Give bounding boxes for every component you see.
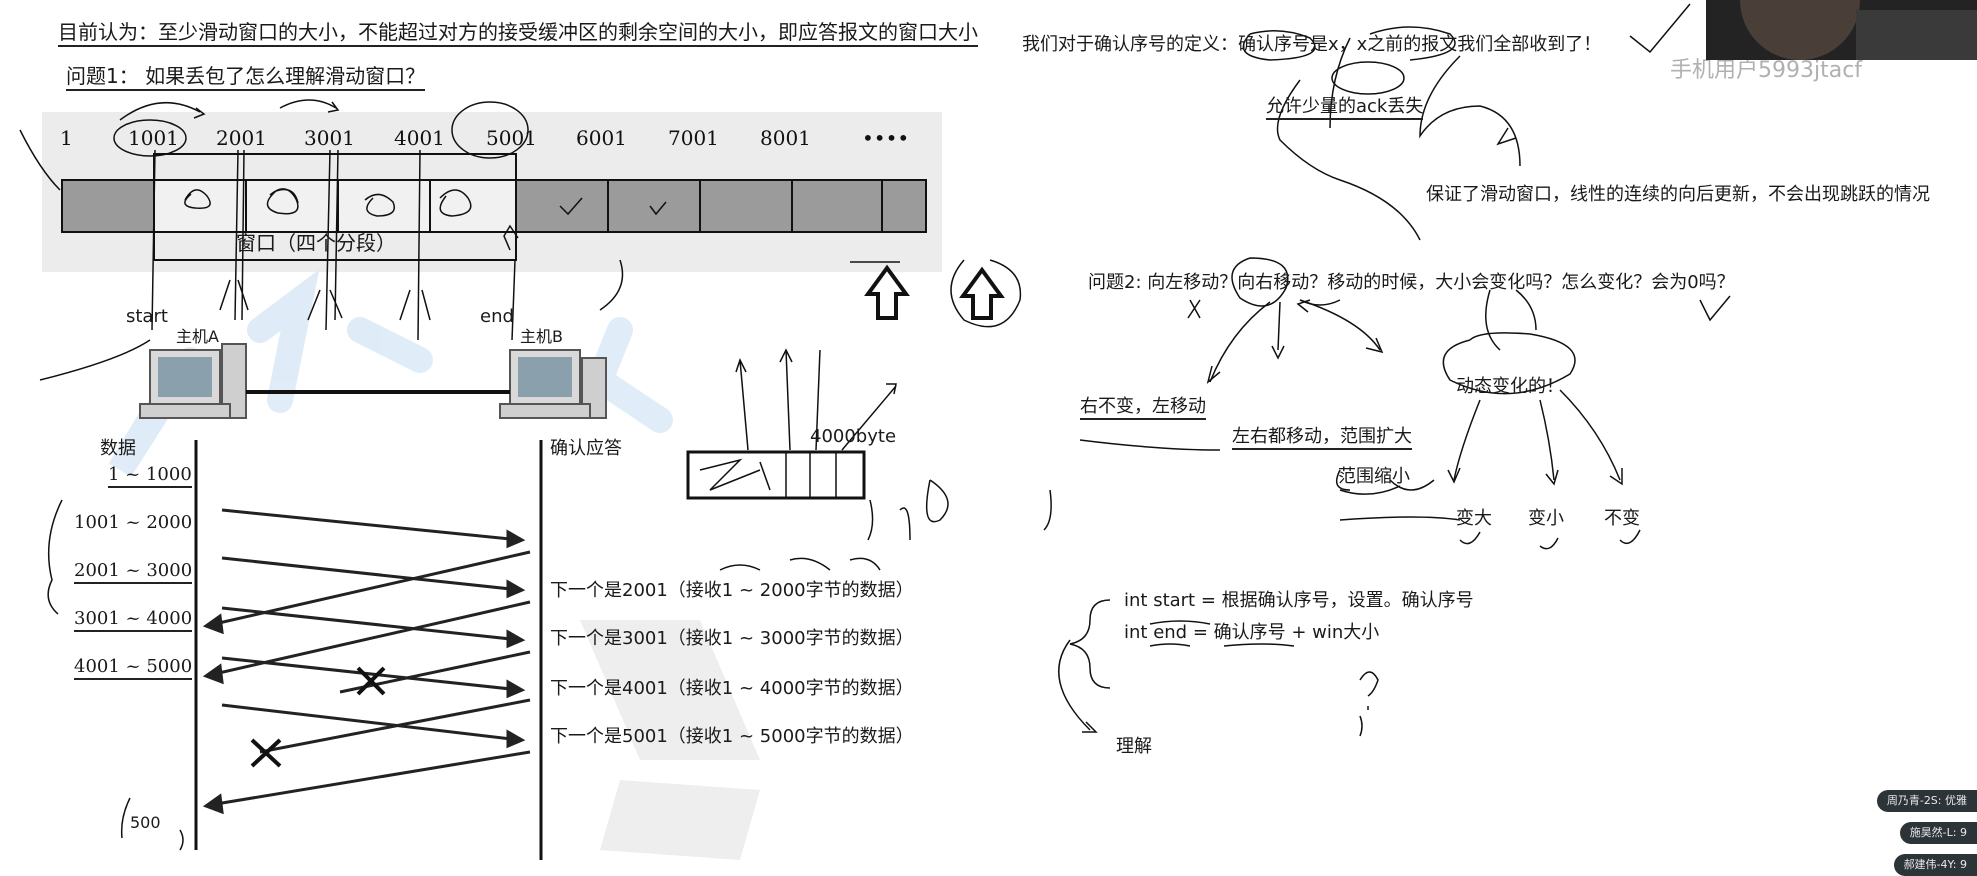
host-b-label: 主机B [520, 327, 563, 346]
seq-label-ellipsis: •••• [862, 126, 910, 150]
buffer-label: 4000byte [810, 426, 897, 447]
seq-label-5001: 5001 [486, 126, 537, 150]
data-range-2: 1001 ~ 2000 [74, 512, 193, 533]
user-watermark: 手机用户5993jtacf [1670, 58, 1863, 83]
ack-definition: 我们对于确认序号的定义：确认序号是x，x之前的报文我们全部收到了！ [1022, 34, 1602, 55]
data-range-5: 4001 ~ 5000 [74, 656, 193, 680]
bottom-scribble: 500 [130, 813, 161, 832]
seq-label-3001: 3001 [304, 126, 355, 150]
start-label: start [126, 306, 168, 327]
question-1: 问题1： 如果丢包了怎么理解滑动窗口？ [66, 64, 426, 91]
data-header: 数据 [100, 438, 136, 459]
host-a-computer [139, 343, 247, 419]
host-b-computer [499, 349, 607, 419]
dynamic-note: 动态变化的！ [1456, 376, 1564, 397]
both-move-note: 左右都移动，范围扩大 [1232, 426, 1412, 450]
seq-label-6001: 6001 [576, 126, 627, 150]
bigger-label: 变大 [1456, 508, 1492, 529]
window-label: 窗口（四个分段） [236, 231, 396, 255]
code-end: int end = 确认序号 + win大小 [1124, 622, 1380, 643]
ack-header: 确认应答 [550, 438, 622, 459]
seq-label-7001: 7001 [668, 126, 719, 150]
webcam-avatar [1706, 0, 1977, 60]
ack-1: 下一个是2001（接收1 ~ 2000字节的数据） [550, 580, 914, 601]
top-note: 目前认为：至少滑动窗口的大小，不能超过对方的接受缓冲区的剩余空间的大小，即应答报… [58, 20, 978, 47]
code-start: int start = 根据确认序号，设置。确认序号 [1124, 590, 1474, 611]
chat-chip-2[interactable]: 施昊然-L: 9 [1899, 822, 1977, 844]
seq-label-1001: 1001 [128, 126, 179, 150]
host-a-label: 主机A [176, 327, 219, 346]
ack-2: 下一个是3001（接收1 ~ 3000字节的数据） [550, 628, 914, 649]
seq-label-1: 1 [60, 126, 73, 150]
understand-note: 理解 [1116, 736, 1152, 757]
unchanged-label: 不变 [1604, 508, 1640, 529]
data-range-3: 2001 ~ 3000 [74, 560, 193, 584]
right-fixed-note: 右不变，左移动 [1080, 396, 1206, 420]
ack-3: 下一个是4001（接收1 ~ 4000字节的数据） [550, 678, 914, 699]
chat-chip-3[interactable]: 郝建伟-4Y: 9 [1893, 854, 1977, 876]
data-range-1: 1 ~ 1000 [108, 464, 192, 488]
shrink-note: 范围缩小 [1338, 466, 1410, 487]
seq-label-2001: 2001 [216, 126, 267, 150]
chat-chip-1[interactable]: 周乃青-2S: 优雅 [1876, 790, 1977, 812]
guarantee-note: 保证了滑动窗口，线性的连续的向后更新，不会出现跳跃的情况 [1426, 184, 1930, 205]
ack-4: 下一个是5001（接收1 ~ 5000字节的数据） [550, 726, 914, 747]
allow-ack-loss: 允许少量的ack丢失 [1266, 96, 1424, 120]
question-2: 问题2: 向左移动？向右移动？移动的时候，大小会变化吗？怎么变化？会为0吗？ [1088, 272, 1735, 293]
data-range-4: 3001 ~ 4000 [74, 608, 193, 632]
seq-label-4001: 4001 [394, 126, 445, 150]
smaller-label: 变小 [1528, 508, 1564, 529]
seq-label-8001: 8001 [760, 126, 811, 150]
end-label: end [480, 306, 514, 327]
